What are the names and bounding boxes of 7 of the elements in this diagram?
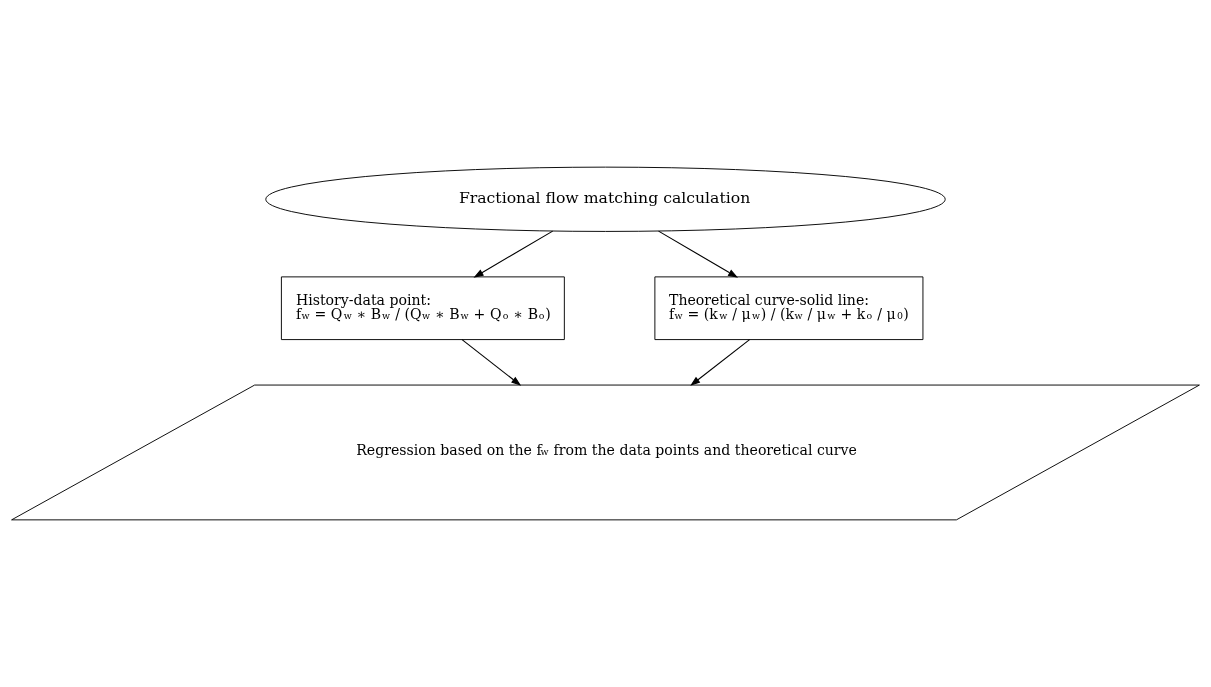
- arrow: [690, 339, 751, 386]
- node-box: Theoretical curve-solid line: fw = (kw / μw) / (kw / μw + ko / μ0): [654, 276, 924, 341]
- arrow: [473, 230, 554, 278]
- arrow: [461, 339, 522, 386]
- arrow: [658, 230, 739, 278]
- node-box: History-data point: fw = Qw ∗ Bw / (Qw ∗ Bw + Qo ∗ Bo): [280, 276, 565, 341]
- node-ellipse: Fractional flow matching calculation: [265, 166, 946, 232]
